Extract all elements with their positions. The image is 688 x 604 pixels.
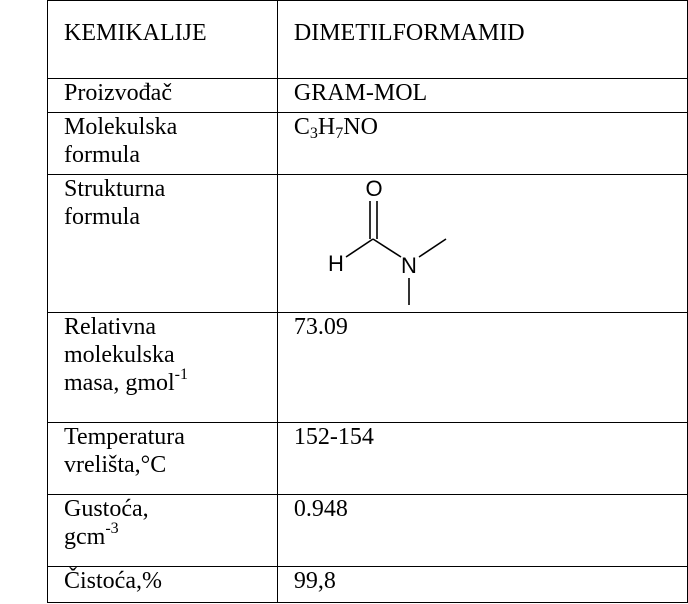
structural-formula-label-line2: formula: [64, 204, 140, 230]
boiling-point-value: 152-154: [276, 422, 688, 495]
density-unit-exponent: -3: [105, 520, 119, 537]
relative-mass-unit-exponent: -1: [174, 366, 188, 383]
bond-n-methyl-1: [418, 238, 447, 258]
header-cell-chemicals: KEMIKALIJE: [47, 0, 278, 79]
table-row-structural-formula: Strukturna formula O H N: [47, 174, 688, 313]
formula-hydrogen: H: [317, 114, 336, 140]
density-label-line1: Gustoća,: [64, 496, 149, 522]
manufacturer-label: Proizvođač: [47, 78, 278, 113]
relative-mass-label-line2: molekulska: [64, 342, 175, 368]
density-value: 0.948: [276, 494, 688, 567]
atom-nitrogen: N: [401, 253, 417, 278]
relative-mass-label: Relativna molekulska masa, gmol-1: [47, 312, 278, 423]
table-row-relative-mass: Relativna molekulska masa, gmol-1 73.09: [47, 312, 688, 423]
formula-carbon: C: [293, 114, 310, 140]
table-row-manufacturer: Proizvođač GRAM-MOL: [47, 78, 688, 113]
relative-mass-label-line1: Relativna: [64, 314, 156, 340]
table-row-molecular-formula: Molekulska formula C3H7NO: [47, 112, 688, 175]
relative-mass-label-line3: masa, gmol: [64, 370, 175, 396]
atom-oxygen: O: [365, 176, 382, 201]
density-label: Gustoća, gcm-3: [47, 494, 278, 567]
purity-label: Čistoća,%: [47, 566, 278, 603]
structural-formula-label-line1: Strukturna: [64, 176, 166, 202]
atom-hydrogen: H: [328, 251, 344, 276]
bond-c-h: [345, 238, 374, 258]
molecular-formula-label-line2: formula: [64, 142, 140, 168]
molecular-formula-label: Molekulska formula: [47, 112, 278, 175]
molecular-formula-label-line1: Molekulska: [64, 114, 178, 140]
molecular-formula-value: C3H7NO: [276, 112, 688, 175]
bond-c-n: [372, 238, 402, 258]
chemical-properties-table: KEMIKALIJE DIMETILFORMAMID Proizvođač GR…: [47, 0, 688, 603]
formula-carbon-count: 3: [309, 125, 318, 142]
boiling-point-label: Temperatura vrelišta,°C: [47, 422, 278, 495]
structural-formula-label: Strukturna formula: [47, 174, 278, 313]
relative-mass-value: 73.09: [276, 312, 688, 423]
formula-rest: NO: [343, 114, 378, 140]
manufacturer-value: GRAM-MOL: [276, 78, 688, 113]
table-row-header: KEMIKALIJE DIMETILFORMAMID: [47, 0, 688, 79]
purity-value: 99,8: [276, 566, 688, 603]
density-label-line2: gcm: [64, 524, 106, 550]
dmf-structure-image: O H N: [328, 176, 447, 305]
boiling-point-label-line2: vrelišta,°C: [64, 452, 167, 478]
header-cell-compound: DIMETILFORMAMID: [276, 0, 688, 79]
structural-formula-drawing: O H N: [278, 175, 687, 312]
boiling-point-label-line1: Temperatura: [64, 424, 185, 450]
structural-formula-cell: O H N: [276, 174, 688, 313]
table-row-density: Gustoća, gcm-3 0.948: [47, 494, 688, 567]
formula-hydrogen-count: 7: [335, 125, 344, 142]
table-row-purity: Čistoća,% 99,8: [47, 566, 688, 603]
table-row-boiling-point: Temperatura vrelišta,°C 152-154: [47, 422, 688, 495]
